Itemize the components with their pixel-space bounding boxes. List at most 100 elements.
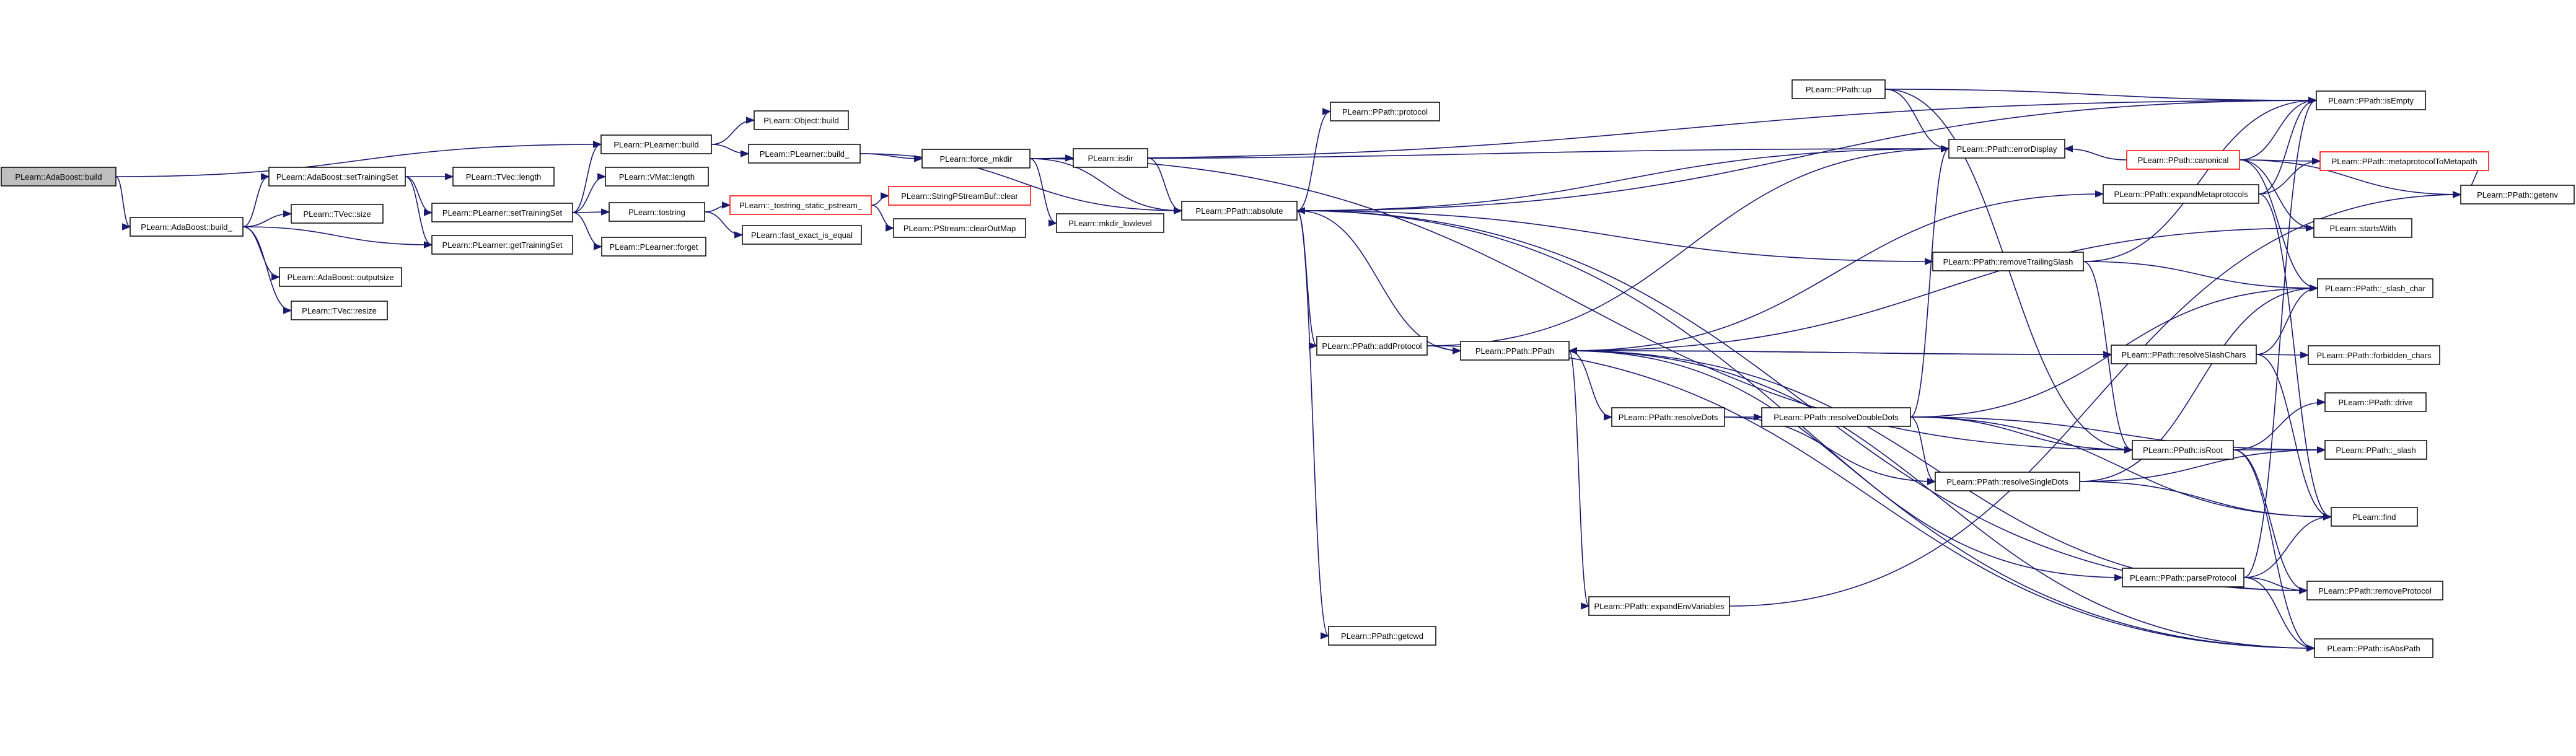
node-box	[2331, 507, 2418, 527]
node-pp_resolvedoubledots[interactable]: PLearn::PPath::resolveDoubleDots	[1761, 407, 1911, 427]
node-box	[921, 149, 1031, 169]
node-label: PLearn::PPath::up	[1806, 85, 1871, 94]
node-box	[2317, 278, 2433, 298]
node-pp_errordisplay[interactable]: PLearn::PPath::errorDisplay	[1948, 139, 2065, 159]
node-isdir[interactable]: PLearn::isdir	[1073, 148, 1148, 168]
node-box	[1073, 148, 1148, 168]
edge-pp_isabspath-to-pp_ppath	[1568, 347, 2315, 649]
node-ab_sts[interactable]: PLearn::AdaBoost::setTrainingSet	[268, 167, 406, 187]
node-pp_forbidden[interactable]: PLearn::PPath::forbidden_chars	[2308, 345, 2440, 365]
edge-pl_sts-to-vmat_length	[572, 173, 607, 213]
node-force_mkdir[interactable]: PLearn::force_mkdir	[921, 149, 1031, 169]
node-box	[268, 167, 406, 187]
node-tostring_sps[interactable]: PLearn::_tostring_static_pstream_	[729, 195, 872, 215]
node-fast_exact[interactable]: PLearn::fast_exact_is_equal	[742, 225, 862, 245]
node-tvec_resize[interactable]: PLearn::TVec::resize	[291, 301, 388, 320]
node-pp_metaproto[interactable]: PLearn::PPath::metaprotocolToMetapath	[2319, 151, 2489, 171]
node-pp_expandmeta[interactable]: PLearn::PPath::expandMetaprotocols	[2103, 184, 2259, 204]
node-box	[1791, 79, 1886, 99]
node-box	[1460, 341, 1570, 361]
node-obj_build[interactable]: PLearn::Object::build	[754, 110, 849, 130]
node-pp_resolvesingledots[interactable]: PLearn::PPath::resolveSingleDots	[1935, 472, 2080, 491]
node-label: PLearn::PPath::absolute	[1196, 206, 1283, 216]
edge-pp_addprotocol-to-pp_errordisplay	[1426, 145, 1950, 346]
node-box	[1181, 201, 1298, 221]
node-box	[2324, 440, 2427, 460]
node-label: PLearn::TVec::length	[466, 172, 541, 182]
node-tvec_size[interactable]: PLearn::TVec::size	[291, 204, 384, 224]
node-label: PLearn::PPath::isAbsPath	[2327, 644, 2420, 653]
node-pp_parseprotocol[interactable]: PLearn::PPath::parseProtocol	[2122, 568, 2244, 587]
node-mkdir_toplevel[interactable]: PLearn::mkdir_lowlevel	[1056, 213, 1164, 233]
node-label: PLearn::PPath::getenv	[2477, 190, 2558, 200]
node-pp_drive[interactable]: PLearn::PPath::drive	[2324, 392, 2427, 412]
node-label: PLearn::AdaBoost::build	[15, 172, 102, 182]
edge-force_mkdir-to-pp_errordisplay	[1029, 145, 1950, 159]
node-pp_ppath[interactable]: PLearn::PPath::PPath	[1460, 341, 1570, 361]
node-pp_removeprotocol[interactable]: PLearn::PPath::removeProtocol	[2306, 581, 2443, 600]
node-pp_expandenv[interactable]: PLearn::PPath::expandEnvVariables	[1588, 596, 1730, 616]
node-pp_resolvedots[interactable]: PLearn::PPath::resolveDots	[1611, 407, 1725, 427]
node-tostring[interactable]: PLearn::tostring	[609, 202, 705, 222]
node-pp_addprotocol[interactable]: PLearn::PPath::addProtocol	[1316, 336, 1428, 356]
node-pp_slashchar[interactable]: PLearn::PPath::_slash_char	[2317, 278, 2433, 298]
node-pp_resolveslash[interactable]: PLearn::PPath::resolveSlashChars	[2111, 345, 2257, 364]
edge-ab_sts-to-pl_sts	[405, 176, 433, 216]
node-box	[1935, 472, 2080, 491]
node-box	[888, 186, 1031, 206]
node-box	[1330, 102, 1440, 121]
node-label: PLearn::PPath::_slash	[2336, 446, 2416, 455]
edge-root-to-ab_build_	[115, 176, 131, 231]
edge-pp_absolute-to-pp_protocol	[1296, 108, 1332, 211]
node-pl_gts[interactable]: PLearn::PLearner::getTrainingSet	[431, 235, 573, 255]
node-pp_protocol[interactable]: PLearn::PPath::protocol	[1330, 102, 1440, 121]
node-label: PLearn::VMat::length	[619, 172, 695, 182]
edge-pp_absolute-to-pp_ppath	[1296, 210, 1462, 354]
node-label: PLearn::startsWith	[2330, 224, 2396, 233]
node-pl_build_[interactable]: PLearn::PLearner::build_	[748, 144, 861, 164]
node-startswith[interactable]: PLearn::startsWith	[2313, 218, 2412, 238]
node-label: PLearn::isdir	[1088, 154, 1134, 163]
node-vmat_length[interactable]: PLearn::VMat::length	[605, 167, 709, 187]
node-label: PLearn::PLearner::forget	[609, 242, 698, 252]
node-layer: PLearn::AdaBoost::buildPLearn::AdaBoost:…	[1, 79, 2575, 658]
node-pp_getenv[interactable]: PLearn::PPath::getenv	[2460, 185, 2575, 204]
node-pp_isempty[interactable]: PLearn::PPath::isEmpty	[2316, 90, 2426, 110]
node-pp_getcwd[interactable]: PLearn::PPath::getcwd	[1328, 626, 1436, 646]
edge-pp_removetrailing-to-pp_isroot	[2083, 261, 2134, 454]
node-pp_absolute[interactable]: PLearn::PPath::absolute	[1181, 201, 1298, 221]
node-label: PLearn::TVec::resize	[302, 306, 377, 315]
node-box	[431, 203, 573, 222]
node-find[interactable]: PLearn::find	[2331, 507, 2418, 527]
node-label: PLearn::mkdir_lowlevel	[1068, 219, 1152, 228]
node-pp_canonical[interactable]: PLearn::PPath::canonical	[2126, 150, 2240, 170]
edge-tostring_sps-to-spsb_clear	[871, 192, 890, 206]
node-ab_build_[interactable]: PLearn::AdaBoost::build_	[130, 217, 244, 237]
node-pl_build[interactable]: PLearn::PLearner::build	[600, 134, 712, 154]
edge-pp_resolvesingledots-to-pp_slashchar	[2079, 284, 2319, 482]
node-tvec_length[interactable]: PLearn::TVec::length	[452, 167, 555, 187]
edge-pp_resolveslash-to-pp_forbidden	[2256, 351, 2310, 359]
node-pp_slash[interactable]: PLearn::PPath::_slash	[2324, 440, 2427, 460]
edge-pp_resolvesingledots-to-find	[2079, 481, 2332, 521]
node-pp_removetrailing[interactable]: PLearn::PPath::removeTrailingSlash	[1932, 252, 2084, 271]
node-box	[2126, 150, 2240, 170]
edge-pp_errordisplay-to-pp_absolute	[1296, 148, 1950, 214]
node-pl_sts[interactable]: PLearn::PLearner::setTrainingSet	[431, 203, 573, 222]
edge-pp_expandmeta-to-pp_metaproto	[2258, 157, 2321, 195]
edge-pp_up-to-pp_errordisplay	[1884, 89, 1950, 152]
edge-pp_isroot-to-pp_isabspath	[2233, 449, 2316, 652]
edge-pp_canonical-to-pp_isempty	[2239, 97, 2318, 160]
node-pl_forget[interactable]: PLearn::PLearner::forget	[601, 237, 706, 257]
node-pp_isroot[interactable]: PLearn::PPath::isRoot	[2132, 440, 2234, 460]
node-spsb_clear[interactable]: PLearn::StringPStreamBuf::clear	[888, 186, 1031, 206]
node-pp_isabspath[interactable]: PLearn::PPath::isAbsPath	[2314, 638, 2433, 658]
edge-pp_ppath-to-pp_parseprotocol	[1568, 350, 2124, 581]
node-ps_clearoutmap[interactable]: PLearn::PStream::clearOutMap	[893, 218, 1026, 238]
node-label: PLearn::PPath::PPath	[1475, 346, 1554, 356]
node-label: PLearn::PPath::isRoot	[2143, 446, 2223, 455]
edge-force_mkdir-to-pp_absolute	[1029, 158, 1183, 214]
node-ab_outputsize[interactable]: PLearn::AdaBoost::outputsize	[279, 267, 402, 287]
node-pp_up[interactable]: PLearn::PPath::up	[1791, 79, 1886, 99]
node-label: PLearn::PLearner::setTrainingSet	[442, 208, 563, 218]
